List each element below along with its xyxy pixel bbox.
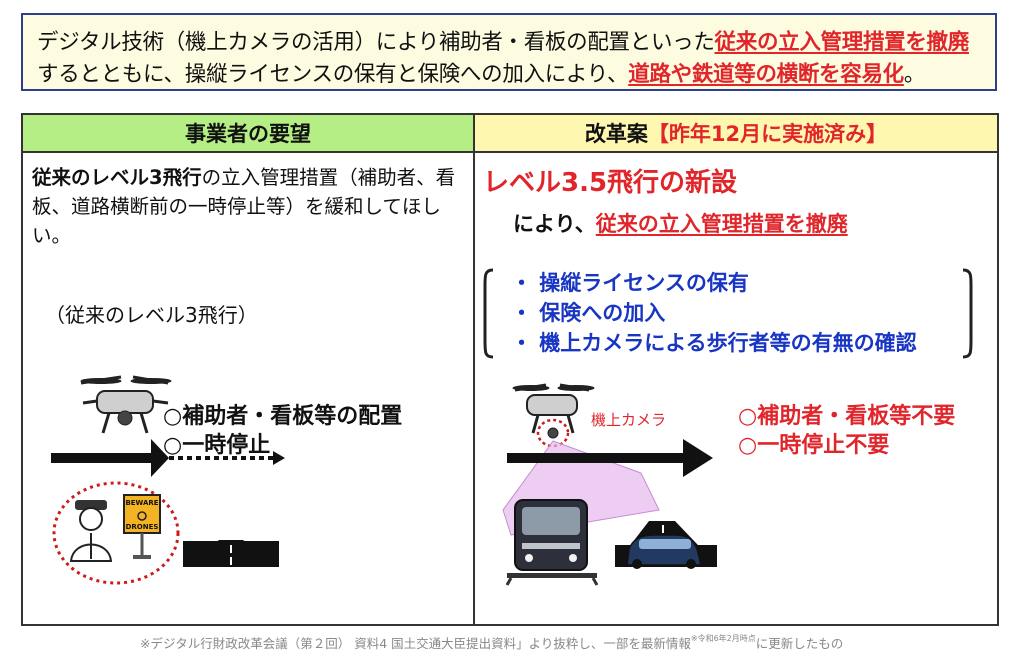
abolish-statement: により、従来の立入管理措置を撤廃 xyxy=(513,208,848,238)
operator-request-text: 従来のレベル3飛行の立入管理措置（補助者、看板、道路横断前の一時停止等）を緩和し… xyxy=(32,163,468,250)
left-bracket xyxy=(483,268,494,359)
new-level-title: レベル3.5飛行の新設 xyxy=(483,168,738,198)
road-icon xyxy=(183,540,279,567)
reform-plan-header: 改革案【昨年12月に実施済み】 xyxy=(475,115,997,153)
summary-highlight-1: 従来の立入管理措置を撤廃 xyxy=(714,30,970,55)
condition-1: ・ 操縦ライセンスの保有 xyxy=(511,271,749,295)
operator-request-title: 事業者の要望 xyxy=(185,122,311,146)
road-with-car-icon xyxy=(615,521,717,569)
column-divider xyxy=(473,153,475,624)
reform-result-2: ○一時停止不要 xyxy=(738,433,890,458)
sign-text-1: BEWARE xyxy=(125,499,158,507)
footnote-tail: に更新したもの xyxy=(755,636,844,651)
onboard-camera-highlight xyxy=(536,418,570,448)
onboard-camera-label: 機上カメラ xyxy=(591,411,667,429)
footnote-text: ※デジタル行財政改革会議（第２回） 資料4 国土交通大臣提出資料」より抜粋し、一… xyxy=(140,636,691,651)
summary-text-2: するとともに、操縦ライセンスの保有と保険への加入により、 xyxy=(37,62,629,87)
condition-2: ・ 保険への加入 xyxy=(511,301,666,325)
reform-result-1: ○補助者・看板等不要 xyxy=(738,404,956,429)
assistant-highlight-circle xyxy=(52,481,180,585)
legacy-level3-label: （従来のレベル3飛行） xyxy=(45,303,258,327)
condition-3: ・ 機上カメラによる歩行者等の有無の確認 xyxy=(511,331,917,355)
abolish-highlight: 従来の立入管理措置を撤廃 xyxy=(595,212,848,236)
summary-highlight-2: 道路や鉄道等の横断を容易化 xyxy=(628,62,904,87)
right-path-arrow xyxy=(507,439,713,477)
summary-text-3: 。 xyxy=(903,62,926,87)
abolish-prefix: により、 xyxy=(513,212,596,236)
train-icon xyxy=(505,499,599,586)
summary-box: デジタル技術（機上カメラの活用）により補助者・看板の配置といった従来の立入管理措… xyxy=(21,13,997,91)
operator-request-header: 事業者の要望 xyxy=(23,115,475,153)
comparison-table: 事業者の要望 改革案【昨年12月に実施済み】 xyxy=(21,113,999,626)
conditions-list: ・ 操縦ライセンスの保有 ・ 保険への加入 ・ 機上カメラによる歩行者等の有無の… xyxy=(505,268,917,358)
drone-icon xyxy=(80,375,172,434)
right-bracket xyxy=(962,268,973,359)
sign-text-2: DRONES xyxy=(126,523,159,531)
footnote-date: ※令和6年2月時点 xyxy=(690,634,756,643)
legacy-measure-2: ○一時停止 xyxy=(163,433,271,458)
illustrations: BEWARE DRONES xyxy=(51,268,973,586)
summary-text-1: デジタル技術（機上カメラの活用）により補助者・看板の配置といった xyxy=(37,30,715,55)
reform-plan-note: 【昨年12月に実施済み】 xyxy=(647,122,888,146)
legacy-measure-1: ○補助者・看板等の配置 xyxy=(163,404,403,429)
request-bold: 従来のレベル3飛行 xyxy=(32,166,202,189)
guard-icon xyxy=(69,500,113,562)
reform-plan-title: 改革案 xyxy=(584,122,648,146)
request-rest: の立入管理措置（補助者、看板、道路横断前の一時停止等）を緩和してほしい。 xyxy=(32,166,456,247)
legacy-measures-list: ○補助者・看板等の配置 ○一時停止 xyxy=(163,402,402,460)
camera-drone-icon xyxy=(512,383,595,439)
beware-drones-sign: BEWARE DRONES xyxy=(123,494,161,559)
left-path-arrow xyxy=(51,439,285,477)
source-footnote: ※デジタル行財政改革会議（第２回） 資料4 国土交通大臣提出資料」より抜粋し、一… xyxy=(140,633,1020,652)
reform-results-list: ○補助者・看板等不要 ○一時停止不要 xyxy=(738,402,955,460)
